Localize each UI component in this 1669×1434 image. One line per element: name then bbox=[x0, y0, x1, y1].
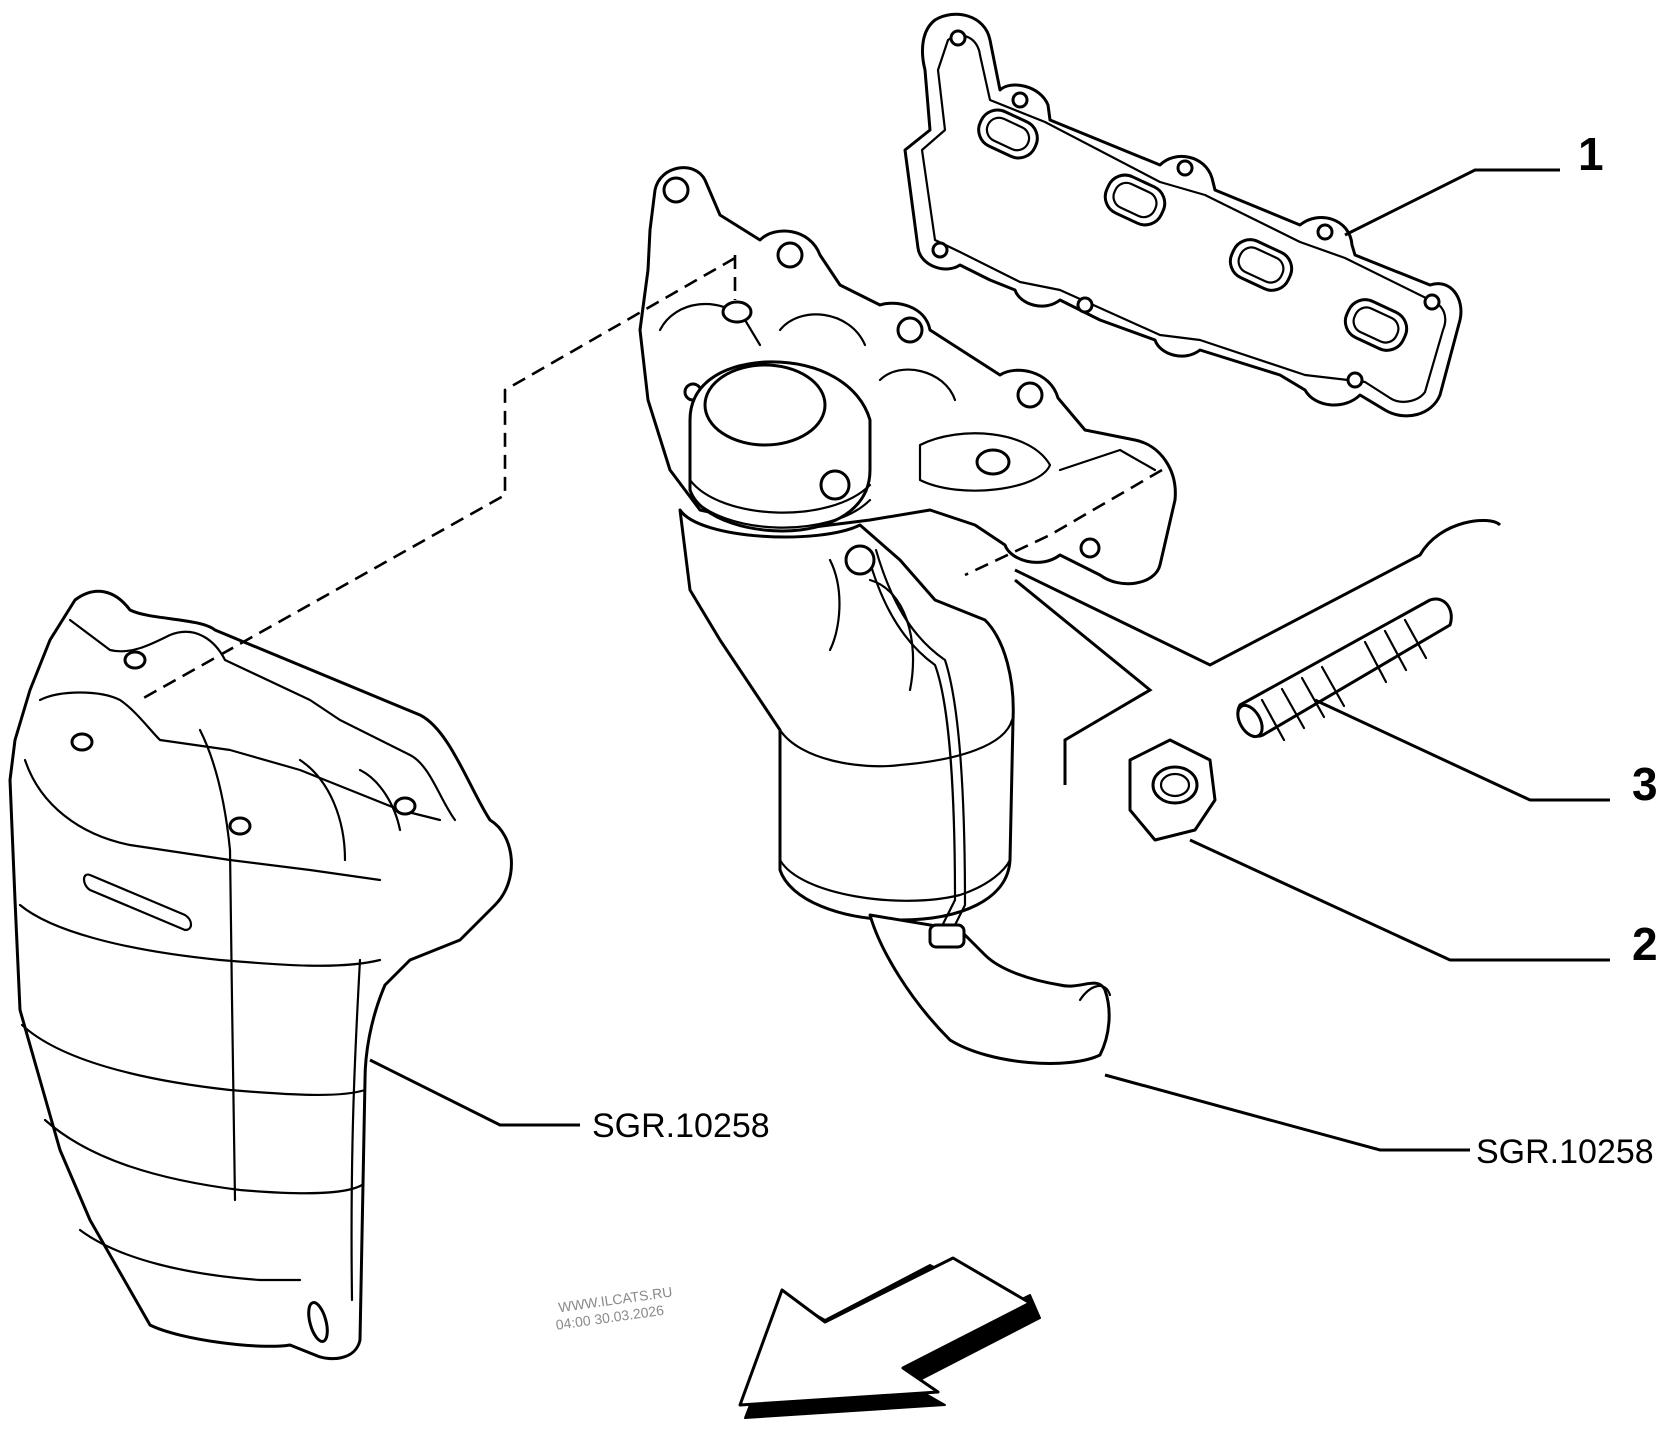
callout-1: 1 bbox=[1578, 128, 1604, 180]
stud-bolt-icon[interactable] bbox=[1233, 597, 1453, 742]
ref-manifold: SGR.10258 bbox=[1476, 1133, 1654, 1171]
ref-heat-shield: SGR.10258 bbox=[592, 1107, 770, 1145]
hex-nut-icon[interactable] bbox=[1128, 738, 1217, 842]
direction-arrow-icon bbox=[738, 1256, 1041, 1419]
exhaust-manifold-catalyst-icon[interactable] bbox=[638, 166, 1177, 1065]
heat-shield-icon[interactable] bbox=[8, 589, 513, 1361]
assembly-dashed-lines bbox=[139, 255, 1163, 702]
exhaust-gasket-icon[interactable] bbox=[903, 12, 1463, 418]
watermark: WWW.ILCATS.RU 04:00 30.03.2026 bbox=[555, 1283, 674, 1332]
leader-lines bbox=[369, 168, 1610, 1152]
callout-3: 3 bbox=[1632, 758, 1658, 810]
callout-2: 2 bbox=[1632, 918, 1658, 970]
